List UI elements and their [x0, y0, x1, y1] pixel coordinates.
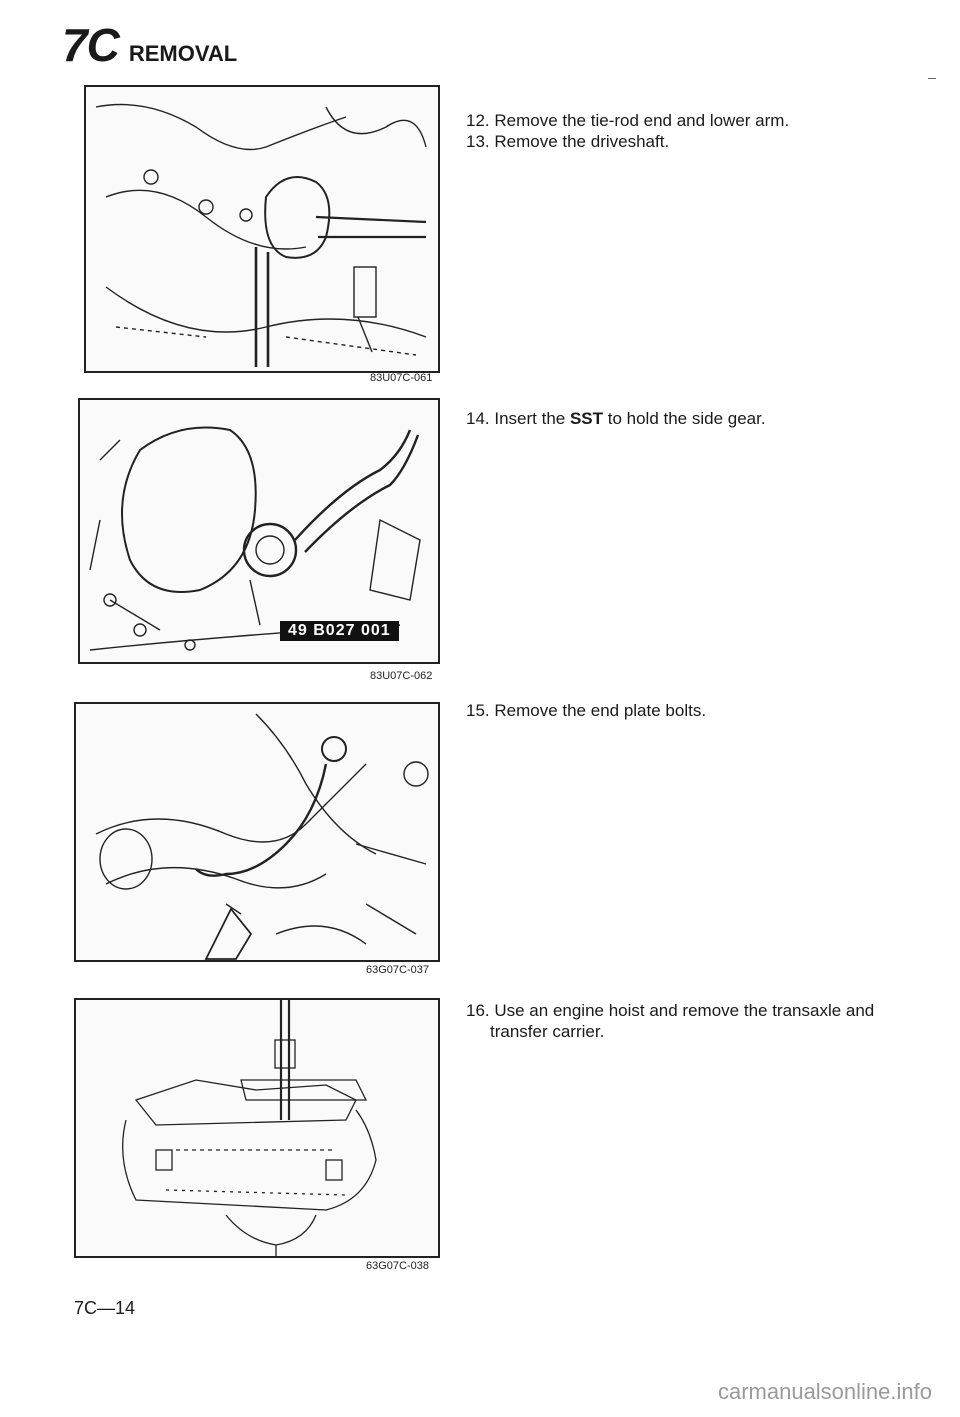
figure-2: 49 B027 001 83U07C-062: [78, 398, 440, 684]
figure-4-caption: 63G07C-038: [366, 1260, 429, 1272]
step-16-line1: 16. Use an engine hoist and remove the t…: [466, 1001, 875, 1020]
watermark: carmanualsonline.info: [717, 1379, 932, 1404]
step-14-suffix: to hold the side gear.: [603, 409, 766, 428]
step-16-line2: transfer carrier.: [490, 1022, 605, 1041]
figure-1: 83U07C-061: [84, 85, 440, 385]
step-15-text: 15. Remove the end plate bolts.: [466, 701, 707, 720]
figure-1-caption: 83U07C-061: [370, 372, 433, 384]
figure-3-illustration: [74, 702, 440, 962]
step-15: 15. Remove the end plate bolts.: [466, 700, 706, 721]
figure-2-caption: 83U07C-062: [370, 670, 433, 682]
step-13-text: 13. Remove the driveshaft.: [466, 132, 670, 151]
margin-mark: [928, 78, 936, 79]
sst-tool-label: 49 B027 001: [280, 621, 399, 641]
step-16: 16. Use an engine hoist and remove the t…: [466, 1000, 874, 1042]
step-12-text: 12. Remove the tie-rod end and lower arm…: [466, 111, 790, 130]
figure-4: 63G07C-038: [74, 998, 440, 1280]
section-title: REMOVAL: [128, 41, 238, 66]
figure-3-caption: 63G07C-037: [366, 964, 429, 976]
figure-1-illustration: [84, 85, 440, 373]
page-header: 7C REMOVAL: [62, 18, 237, 72]
page-number: 7C—14: [74, 1298, 136, 1318]
figure-4-illustration: [74, 998, 440, 1258]
figure-2-illustration: 49 B027 001: [78, 398, 440, 664]
step-14: 14. Insert the SST to hold the side gear…: [466, 408, 766, 429]
step-12-13: 12. Remove the tie-rod end and lower arm…: [466, 110, 789, 152]
figure-3: 63G07C-037: [74, 702, 440, 982]
step-14-prefix: 14. Insert the: [466, 409, 570, 428]
section-code: 7C: [62, 19, 120, 71]
step-14-sst: SST: [569, 409, 604, 428]
